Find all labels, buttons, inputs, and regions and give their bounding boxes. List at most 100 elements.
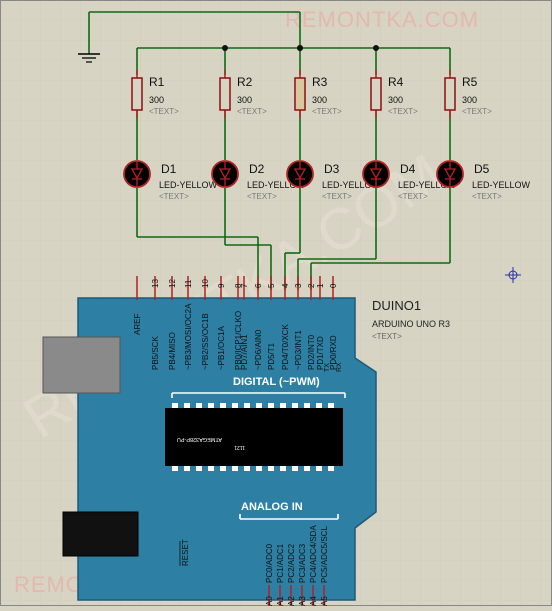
arduino-board[interactable]: 13PB5/SCK12PB4/MISO11~PB3/MOSI/OC2A10~PB…: [42, 276, 450, 606]
chip-label: ATMEGA328P-PU: [177, 436, 222, 442]
resistors: R1300<TEXT>R2300<TEXT>R3300<TEXT>R4300<T…: [131, 70, 492, 118]
resistor-text: <TEXT>: [149, 107, 179, 116]
pin-number: 6: [254, 283, 263, 288]
resistor-value: 300: [462, 95, 477, 105]
resistor-ref: R3: [312, 75, 328, 89]
board-ref: DUINO1: [372, 298, 421, 313]
pin-name: ~PB3/MOSI/OC2A: [184, 303, 193, 370]
analog-pin-name: PC0/ADC0: [265, 543, 274, 583]
pin-name: PB0/ICP1/CLKO: [234, 311, 243, 370]
analog-pin-number: A1: [276, 596, 285, 606]
led-type: LED-YELLOW: [322, 180, 381, 190]
pin-name: PD7/AIN1: [240, 334, 249, 370]
watermark-top: REMONTKA.COM: [285, 7, 479, 32]
resistor-ref: R5: [462, 75, 478, 89]
resistor-value: 300: [312, 95, 327, 105]
resistor-text: <TEXT>: [237, 107, 267, 116]
pin-name: PD4/T0/XCK: [281, 324, 290, 370]
crosshair-cursor-icon: [505, 267, 521, 283]
resistor-ref: R1: [149, 75, 165, 89]
led-text: <TEXT>: [472, 192, 502, 201]
junction-dot: [222, 45, 228, 51]
pin-number: 9: [217, 283, 226, 288]
resistor-body: [219, 77, 231, 111]
resistor-r3[interactable]: R3 300 <TEXT>: [294, 70, 342, 118]
usb-connector: [42, 336, 121, 394]
resistor-body: [294, 77, 306, 111]
digital-header: 13PB5/SCK12PB4/MISO11~PB3/MOSI/OC2A10~PB…: [136, 276, 338, 370]
analog-pin-name: PC4/ADC4/SDA: [309, 525, 318, 583]
analog-pin-name: PC5/ADC5/SCL: [320, 526, 329, 583]
led-ref: D3: [324, 162, 340, 176]
digital-label: DIGITAL (~PWM): [233, 376, 320, 388]
pin-number: 5: [267, 283, 276, 288]
pin-number: 2: [307, 283, 316, 288]
resistor-body: [370, 77, 382, 111]
pin-name: PD5/T1: [267, 342, 276, 370]
pin-number: 4: [281, 283, 290, 288]
led-type: LED-YELLOW: [398, 180, 457, 190]
wires: [89, 11, 451, 290]
resistor-r4[interactable]: R4 300 <TEXT>: [370, 70, 418, 118]
pin-number: 1: [316, 283, 325, 288]
led-text: <TEXT>: [159, 192, 189, 201]
pin-number: 10: [201, 279, 210, 288]
resistor-value: 300: [388, 95, 403, 105]
resistor-text: <TEXT>: [462, 107, 492, 116]
led-text: <TEXT>: [247, 192, 277, 201]
board-text: <TEXT>: [372, 332, 402, 341]
board-type: ARDUINO UNO R3: [372, 319, 450, 329]
resistor-text: <TEXT>: [312, 107, 342, 116]
analog-header: PC0/ADC0A0PC1/ADC1A1PC2/ADC2A2PC3/ADC3A3…: [265, 525, 329, 606]
pin-name: PD0/RXD: [329, 335, 338, 370]
analog-pin-number: A5: [320, 596, 329, 606]
led-ref: D2: [249, 162, 265, 176]
rx-label: RX: [336, 362, 343, 372]
resistor-r5[interactable]: R5 300 <TEXT>: [444, 70, 492, 118]
analog-pin-name: PC1/ADC1: [276, 543, 285, 583]
led-type: LED-YELLOW: [472, 180, 531, 190]
analog-pin-name: PC2/ADC2: [287, 543, 296, 583]
resistor-body: [131, 77, 143, 111]
analog-pin-number: A4: [309, 596, 318, 606]
resistor-value: 300: [149, 95, 164, 105]
resistor-value: 300: [237, 95, 252, 105]
microcontroller-chip: ATMEGA328P-PU 1121: [165, 403, 343, 471]
ground-symbol[interactable]: [78, 12, 100, 63]
pin-number: 7: [240, 283, 249, 288]
resistor-body: [444, 77, 456, 111]
resistor-r1[interactable]: R1 300 <TEXT>: [131, 70, 179, 118]
led-ref: D1: [161, 162, 177, 176]
resistor-text: <TEXT>: [388, 107, 418, 116]
junction-dot: [297, 45, 303, 51]
analog-label: ANALOG IN: [241, 501, 303, 513]
pin-number: 12: [168, 279, 177, 288]
reset-label: RESET: [181, 539, 190, 566]
resistor-ref: R4: [388, 75, 404, 89]
pin-number: 13: [151, 279, 160, 288]
pin-name: ~PD3/INT1: [294, 330, 303, 370]
pin-name: ~PD6/AIN0: [254, 329, 263, 370]
analog-pin-number: A0: [265, 596, 274, 606]
led-text: <TEXT>: [322, 192, 352, 201]
led-ref: D4: [400, 162, 416, 176]
leds: D1LED-YELLOW<TEXT>D2LED-YELLOW<TEXT>D3LE…: [123, 160, 531, 201]
pin-name: PD1/TXD: [316, 336, 325, 370]
pin-number: 0: [329, 283, 338, 288]
analog-pin-number: A3: [298, 596, 307, 606]
pin-name: PB5/SCK: [151, 336, 160, 370]
junction-dot: [373, 45, 379, 51]
pin-name: PB4/MISO: [168, 332, 177, 370]
led-text: <TEXT>: [398, 192, 428, 201]
chip-sub: 1121: [234, 444, 245, 450]
led-type: LED-YELLOW: [159, 180, 218, 190]
pin-number: 3: [294, 283, 303, 288]
analog-pin-number: A2: [287, 596, 296, 606]
